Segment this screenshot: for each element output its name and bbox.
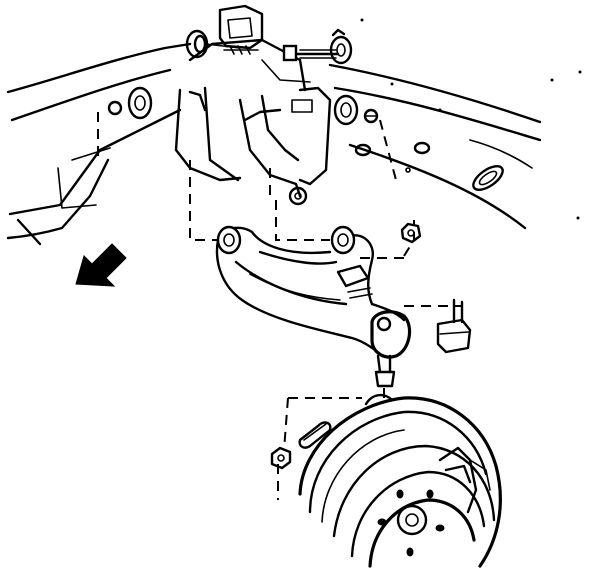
upper-control-arm-mount-bracket [174,4,332,206]
lower-control-arm [215,226,406,358]
ball-joint-nut [436,298,472,354]
steering-knuckle-brake-rotor [298,393,502,568]
control-arm-bushing-front [216,225,242,255]
scan-specks [360,18,582,220]
cotter-pin [298,421,332,449]
front-direction-arrow [75,243,127,287]
bushing-front-upper [333,94,379,126]
frame-rail [6,42,542,246]
control-arm-bushing-rear [330,225,356,255]
mounting-bolt-top-right [282,28,353,65]
bushing-rear-upper [107,86,153,120]
assembly-guide-lines [97,112,463,500]
ball-joint [370,310,412,388]
mounting-nut-knuckle [270,446,292,470]
mounting-nut [400,222,422,244]
mounting-bolt-top [185,29,259,59]
